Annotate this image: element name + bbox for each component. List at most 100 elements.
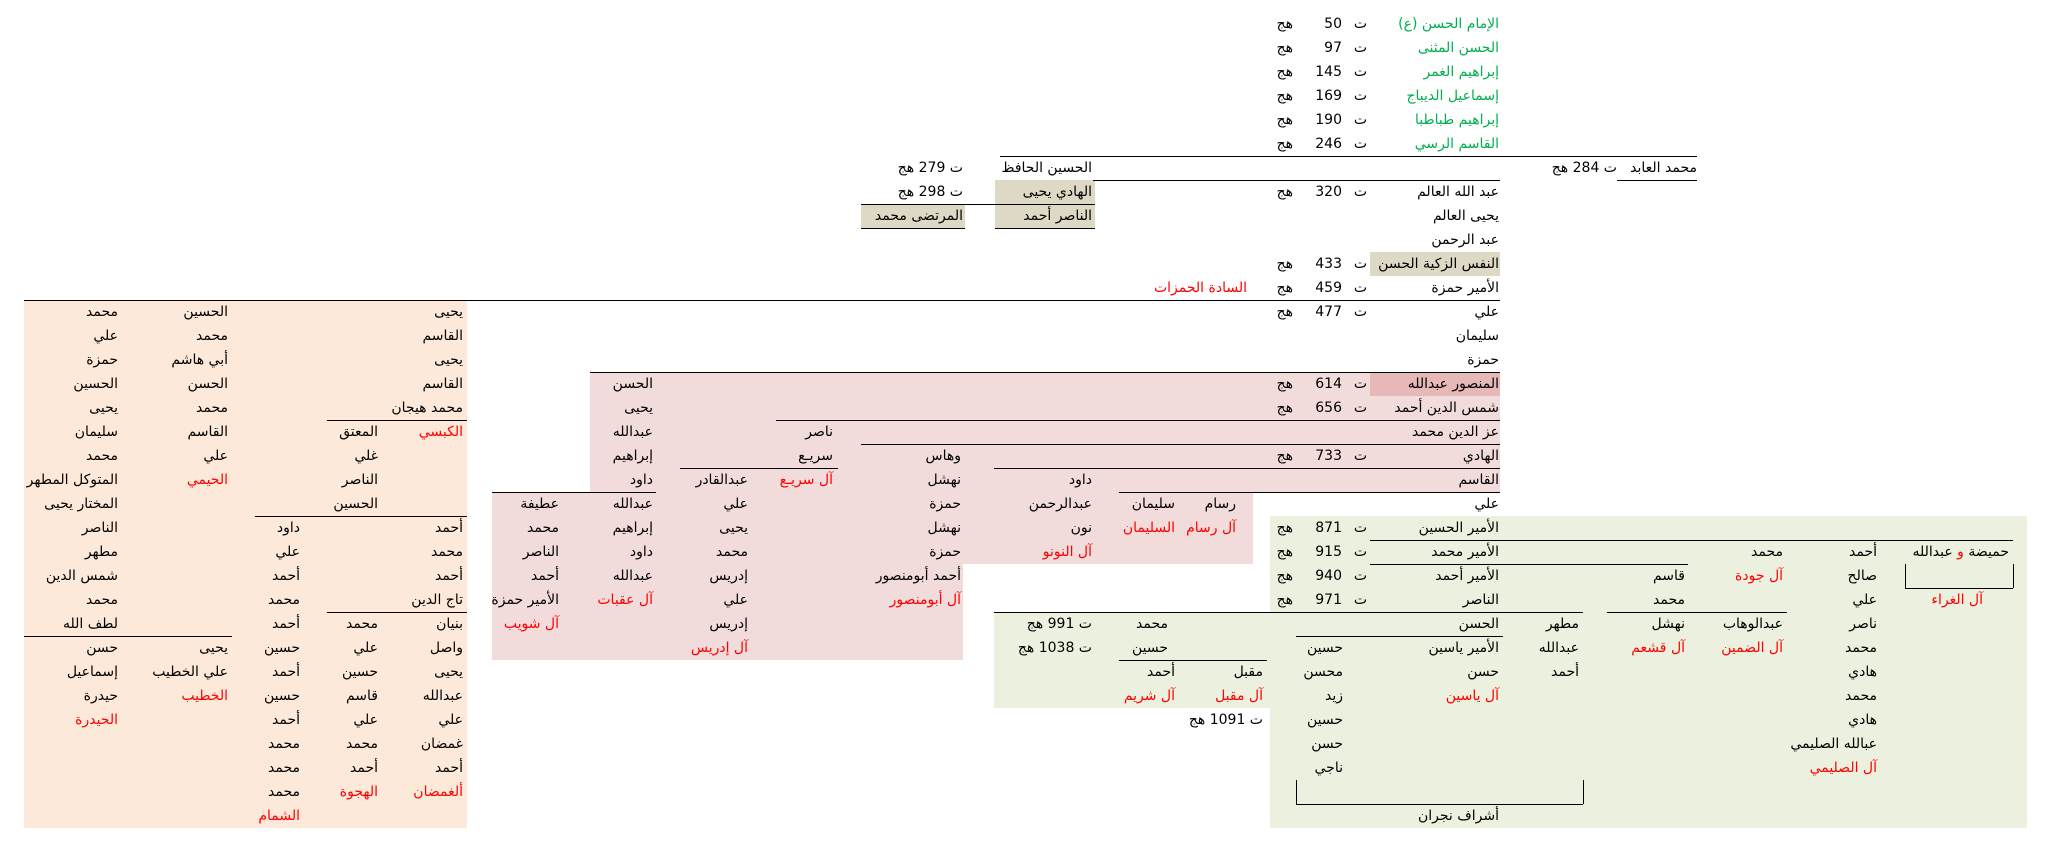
cell-fill [861,204,965,228]
clan-label: آل قشعم [1631,640,1685,656]
person-name: يحيى [624,400,653,416]
person-name: حسن [1467,664,1499,680]
lineage-name: علي [1474,496,1499,512]
person-name: أحمد [272,664,300,680]
divider-line [680,468,838,469]
clan-label: آل عقبات [597,592,653,608]
person-name: أحمد [1147,664,1175,680]
clan-label: آل شريم [1123,688,1175,704]
person-name: ت 284 هج [1551,160,1617,176]
lineage-name: عز الدين محمد [1411,424,1499,440]
divider-line [1093,180,1500,181]
clan-label: الخطيب [181,688,228,704]
person-name: محمد [268,592,300,608]
person-name: القاسم [422,376,463,392]
person-name: حمزة [929,544,961,560]
person-name: الحسين الحافظ [1001,160,1092,176]
lineage-name: الناصر [1462,592,1499,608]
person-name: محمد [1845,640,1877,656]
person-name: المرتضى محمد [874,208,963,224]
person-name: محمد [527,520,559,536]
person-name: وهاس [925,448,962,464]
person-name: أحمد [272,616,300,632]
person-name: محمد [268,736,300,752]
hijri-suffix: هج [1276,400,1293,416]
person-name: أحمد [435,568,463,584]
person-name: حيدرة [83,688,118,704]
person-name: أشراف نجران [1417,808,1499,824]
person-name: الحسين [183,304,228,320]
person-name: واصل [429,640,463,656]
lineage-name: الأمير حمزة [1431,280,1499,296]
person-name: بنيان [436,616,463,632]
lineage-name: المنصور عبدالله [1407,376,1499,392]
death-year: 320 [1315,184,1342,200]
cell-fill [590,372,1500,492]
person-name: الناصر [341,472,378,488]
hamida-abdullah-cell: حميضة و عبدالله [1912,540,2009,564]
person-name: الناصر [522,544,559,560]
person-name: الحسن [612,376,653,392]
person-name: نهشل [1651,616,1685,632]
clan-label: آل النونو [1042,544,1092,560]
person-name: الحسن [187,376,228,392]
clan-label: آل مقبل [1215,688,1263,704]
death-prefix: ت [1353,376,1367,392]
person-name: القاسم [187,424,228,440]
death-prefix: ت [1353,520,1367,536]
person-name: حسن [1311,736,1343,752]
death-prefix: ت [1353,400,1367,416]
divider-line [1119,660,1267,661]
hijri-suffix: هج [1276,136,1293,152]
death-year: 940 [1315,568,1342,584]
person-name: عبدالله [1538,640,1579,656]
person-name: غلي [354,448,378,464]
lineage-name: إسماعيل الديباج [1406,88,1499,104]
death-year: 733 [1315,448,1342,464]
person-name: ت 1091 هج [1188,712,1263,728]
person-name: مطهر [84,544,118,560]
hijri-suffix: هج [1276,568,1293,584]
clan-label: آل الضمين [1721,640,1783,656]
person-name: إبراهيم [612,448,653,464]
divider-line [327,612,467,613]
person-name: إدريس [709,568,748,584]
lineage-name: إبراهيم الغمر [1423,64,1499,80]
person-name: علي [203,448,228,464]
person-name: غمضان [420,736,463,752]
bracket-line [1583,780,1584,804]
clan-label: آل الصليمي [1809,760,1877,776]
person-name: الأمير ياسين [1428,640,1499,656]
divider-line [776,420,1500,421]
person-name: أبي هاشم [171,352,228,368]
person-name: علي [723,592,748,608]
lineage-name: حمزة [1467,352,1499,368]
lineage-name: إبراهيم طباطبا [1414,112,1499,128]
clan-label: آل إدريس [690,640,748,656]
person-name: يحيى [89,400,118,416]
person-name: أحمد [272,568,300,584]
lineage-name: سليمان [1455,328,1499,344]
person-name: يحيى [434,304,463,320]
person-name: القاسم [422,328,463,344]
person-name: الحسين [333,496,378,512]
person-name: محمد هيجان [391,400,463,416]
person-name: محمد [1136,616,1168,632]
death-prefix: ت [1353,592,1367,608]
divider-line [1370,540,2013,541]
divider-line [1296,636,1503,637]
person-name: محمد [86,592,118,608]
person-name: علي [723,496,748,512]
clan-label: الهجوة [339,784,378,800]
person-name: عبدالقادر [695,472,748,488]
hijri-suffix: هج [1276,520,1293,536]
divider-line [1905,588,2013,589]
person-name: الناصر [81,520,118,536]
clan-label: الشمام [258,808,300,824]
lineage-name: يحيى العالم [1432,208,1499,224]
person-name: حمزة [929,496,961,512]
person-name: صالح [1847,568,1877,584]
person-name: محمد [86,448,118,464]
divider-line [995,228,1095,229]
divider-line [590,372,1500,373]
